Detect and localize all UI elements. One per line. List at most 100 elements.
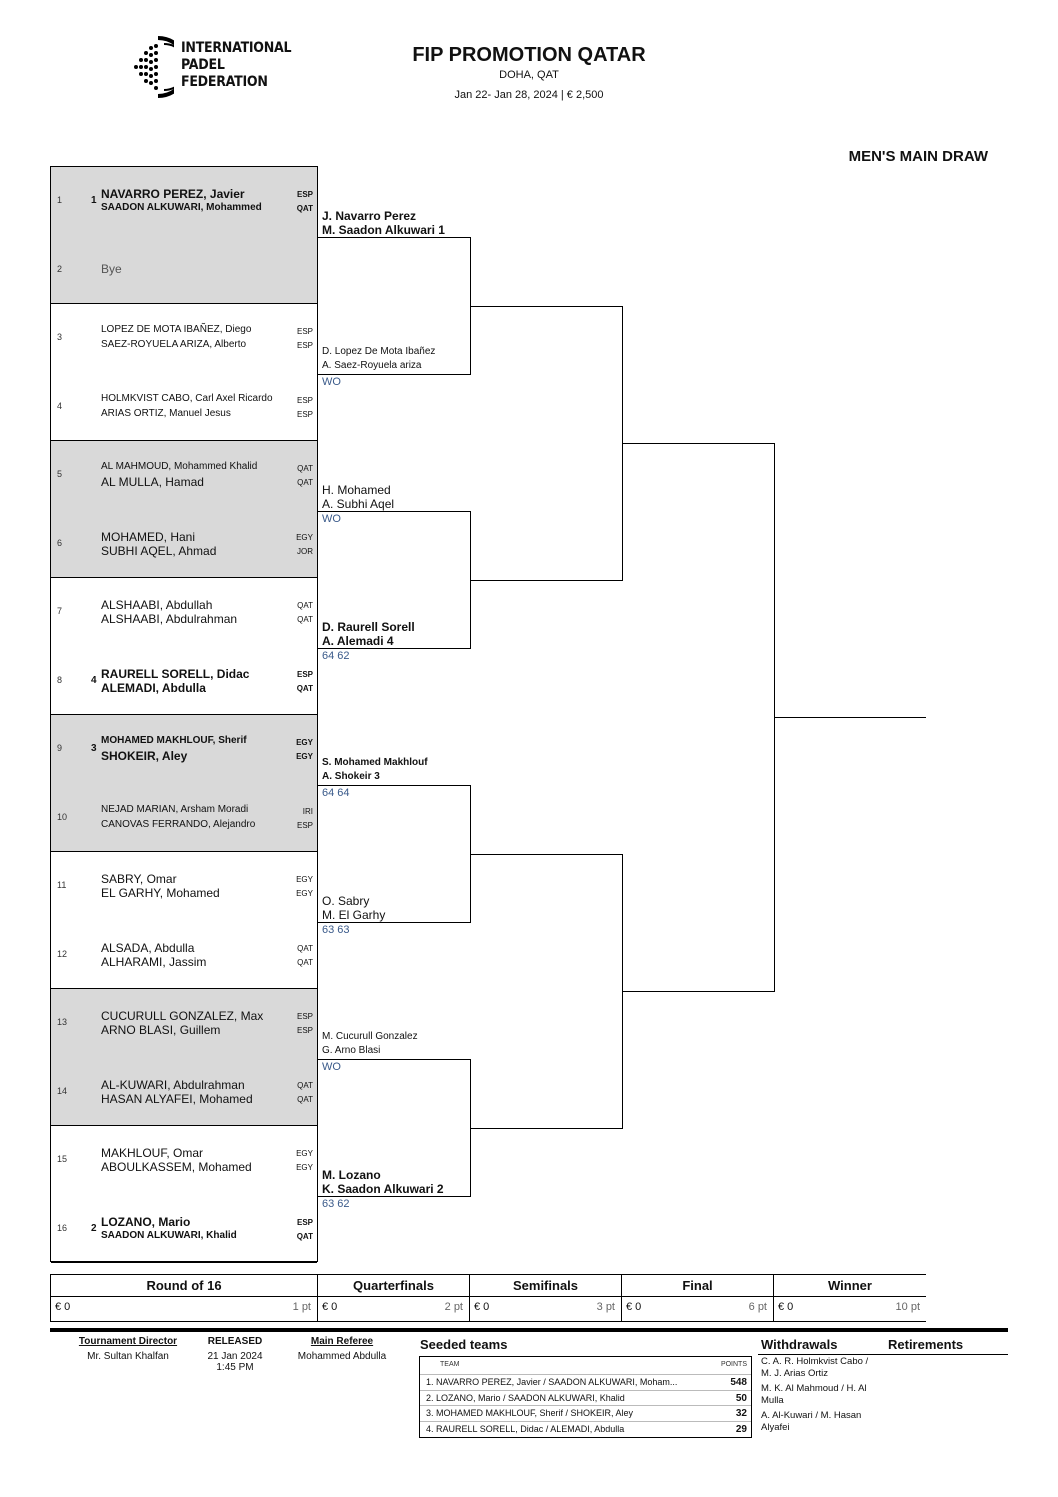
player-name: HASAN ALYAFEI, Mohamed	[101, 1091, 253, 1106]
nationality: EGY	[296, 889, 313, 898]
round-points: 3 pt	[596, 1301, 615, 1313]
match-score: 64 64	[322, 786, 350, 799]
nationality: QAT	[297, 478, 313, 487]
winner-team-player: M. Saadon Alkuwari 1	[322, 222, 445, 237]
draw-position: 4	[57, 400, 63, 411]
player-name: LOZANO, Mario	[101, 1214, 191, 1229]
round-label: Round of 16	[146, 1278, 222, 1293]
bracket-line	[470, 854, 622, 855]
tournament-dates: Jan 22- Jan 28, 2024 | € 2,500	[454, 89, 604, 101]
match-block	[51, 989, 317, 1126]
retirements-title: Retirements	[888, 1337, 964, 1352]
bracket-line	[774, 717, 926, 718]
seeded-team: 4. RAURELL SORELL, Didac / ALEMADI, Abdu…	[426, 1423, 625, 1434]
bracket-line	[470, 510, 471, 649]
draw-position: 16	[57, 1222, 68, 1233]
winner-team-player: A. Saez-Royuela ariza	[322, 359, 422, 371]
player-name: SABRY, Omar	[101, 872, 177, 886]
divider	[50, 1328, 1008, 1332]
round-points: 10 pt	[895, 1301, 920, 1313]
tournament-title: FIP PROMOTION QATAR	[412, 44, 646, 66]
winner-team-player: A. Shokeir 3	[322, 770, 380, 782]
bracket-line	[318, 921, 470, 923]
seeded-row: 2. LOZANO, Mario / SAADON ALKUWARI, Khal…	[420, 1389, 751, 1405]
bracket-line	[318, 236, 470, 238]
player-name: AL MAHMOUD, Mohammed Khalid	[101, 461, 258, 472]
round-label: Quarterfinals	[353, 1278, 434, 1293]
match-score: WO	[322, 512, 341, 525]
player-name: SHOKEIR, Aley	[101, 749, 188, 763]
draw-position: 3	[57, 332, 63, 342]
director-label: Tournament Director	[78, 1336, 178, 1347]
player-name: SUBHI AQEL, Ahmad	[101, 543, 217, 558]
released-label: RELEASED	[207, 1336, 263, 1347]
player-name: ARIAS ORTIZ, Manuel Jesus	[101, 407, 231, 419]
winner-team-player: S. Mohamed Makhlouf	[322, 756, 428, 768]
match-score: WO	[322, 375, 341, 388]
nationality: ESP	[296, 190, 313, 199]
seeded-col-points: POINTS	[720, 1361, 747, 1368]
seeded-points: 50	[735, 1392, 747, 1404]
match-score: 63 63	[322, 923, 350, 936]
nationality: ESP	[296, 1012, 313, 1021]
round-points: 1 pt	[292, 1301, 311, 1313]
released-block: RELEASED 21 Jan 2024 1:45 PM	[194, 1336, 276, 1373]
round-points: 2 pt	[444, 1301, 463, 1313]
player-name: ABOULKASSEM, Mohamed	[101, 1160, 252, 1174]
nationality: JOR	[297, 546, 313, 556]
player-name: NEJAD MARIAN, Arsham Moradi	[101, 803, 249, 815]
withdrawals-title: Withdrawals	[761, 1337, 838, 1352]
draw-position: 8	[57, 674, 63, 685]
match-block	[51, 715, 317, 852]
player-name: EL GARHY, Mohamed	[101, 886, 220, 900]
referee-label: Main Referee	[310, 1336, 374, 1347]
nationality: EGY	[296, 1149, 313, 1158]
player-name: AL-KUWARI, Abdulrahman	[101, 1077, 245, 1092]
match-block	[51, 304, 317, 441]
draw-position: 7	[57, 606, 63, 616]
logo-line: PADEL	[181, 57, 225, 73]
nationality: QAT	[297, 943, 313, 953]
player-name: ALSHAABI, Abdulrahman	[101, 612, 238, 626]
nationality: QAT	[297, 1094, 313, 1104]
nationality: ESP	[296, 327, 313, 336]
draw-position: 6	[57, 537, 63, 548]
bracket-line	[318, 784, 470, 786]
winner-team-player: M. El Garhy	[322, 907, 386, 922]
winner-team-player: G. Arno Blasi	[322, 1044, 381, 1056]
round-prize: € 0	[778, 1301, 794, 1313]
round-label: Final	[682, 1278, 713, 1293]
withdrawal-item: M. K. Al Mahmoud / H. Al Mulla	[761, 1383, 867, 1406]
nationality: ESP	[296, 1026, 313, 1035]
bracket-line	[622, 991, 774, 992]
match-block	[51, 578, 317, 715]
draw-position: 2	[57, 263, 63, 274]
seeded-points: 29	[735, 1423, 747, 1435]
nationality: QAT	[297, 957, 313, 967]
round-prize: € 0	[474, 1301, 490, 1313]
draw-position: 13	[57, 1017, 68, 1027]
player-name: ARNO BLASI, Guillem	[101, 1023, 221, 1037]
winner-team-player: K. Saadon Alkuwari 2	[322, 1181, 444, 1196]
winner-team-player: D. Raurell Sorell	[322, 619, 415, 634]
seeded-team: 1. NAVARRO PEREZ, Javier / SAADON ALKUWA…	[426, 1377, 678, 1387]
round-separator	[470, 1296, 621, 1297]
director-block: Tournament Director Mr. Sultan Khalfan	[62, 1336, 194, 1362]
seeded-team: 2. LOZANO, Mario / SAADON ALKUWARI, Khal…	[426, 1392, 625, 1403]
draw-name: MEN'S MAIN DRAW	[848, 148, 988, 165]
nationality: QAT	[297, 615, 313, 624]
withdrawal-item: C. A. R. Holmkvist Cabo / M. J. Arias Or…	[761, 1356, 869, 1379]
nationality: QAT	[296, 683, 313, 693]
nationality: ESP	[296, 820, 313, 830]
player-name: ALEMADI, Abdulla	[101, 680, 206, 695]
seed-number: 3	[91, 743, 97, 754]
